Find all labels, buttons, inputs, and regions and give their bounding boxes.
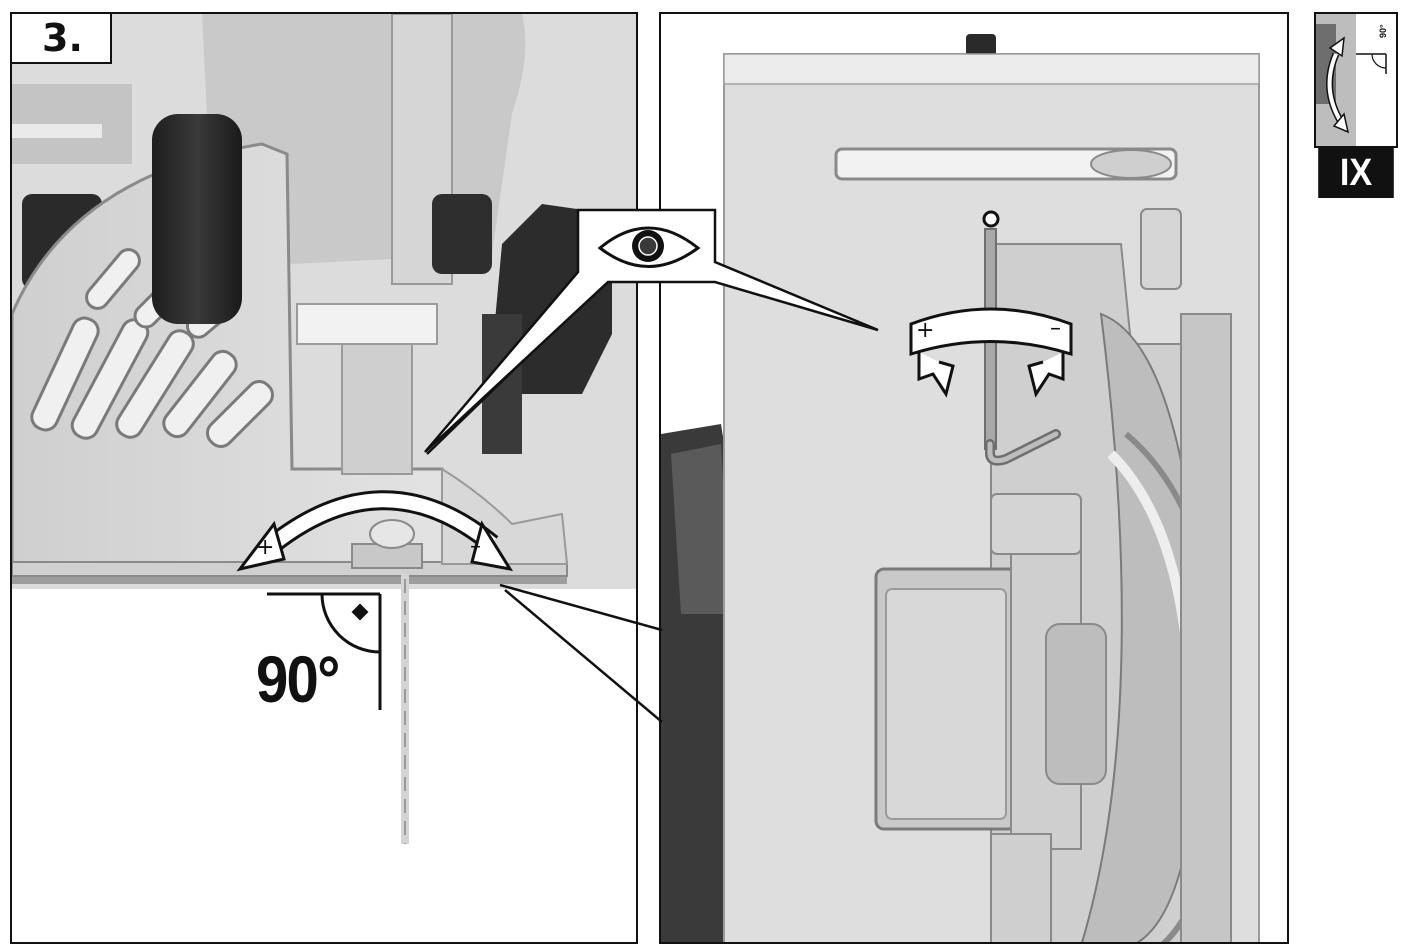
screw-minus-sign: – — [1050, 316, 1061, 341]
saw-blade-edge — [401, 574, 409, 844]
figure-thumbnail: 90° IX — [1314, 12, 1398, 198]
plate-minus-sign: – — [470, 534, 481, 559]
angle-label: 90° — [256, 642, 340, 716]
right-angle-icon — [267, 592, 382, 710]
right-detail-panel — [659, 12, 1289, 944]
screw-plus-sign: + — [916, 318, 935, 343]
rotate-arrow-icon — [909, 307, 1073, 398]
step-number: 3. — [10, 12, 112, 64]
left-detail-panel — [10, 12, 638, 944]
plate-plus-sign: + — [256, 535, 275, 560]
saw-front-view — [661, 14, 1287, 942]
thumbnail-image: 90° — [1314, 12, 1398, 148]
figure-label: IX — [1318, 148, 1394, 198]
front-knob — [152, 114, 242, 324]
saw-side-view — [12, 14, 636, 942]
curved-double-arrow-icon — [236, 490, 514, 572]
thumbnail-angle-label: 90° — [1378, 24, 1388, 38]
